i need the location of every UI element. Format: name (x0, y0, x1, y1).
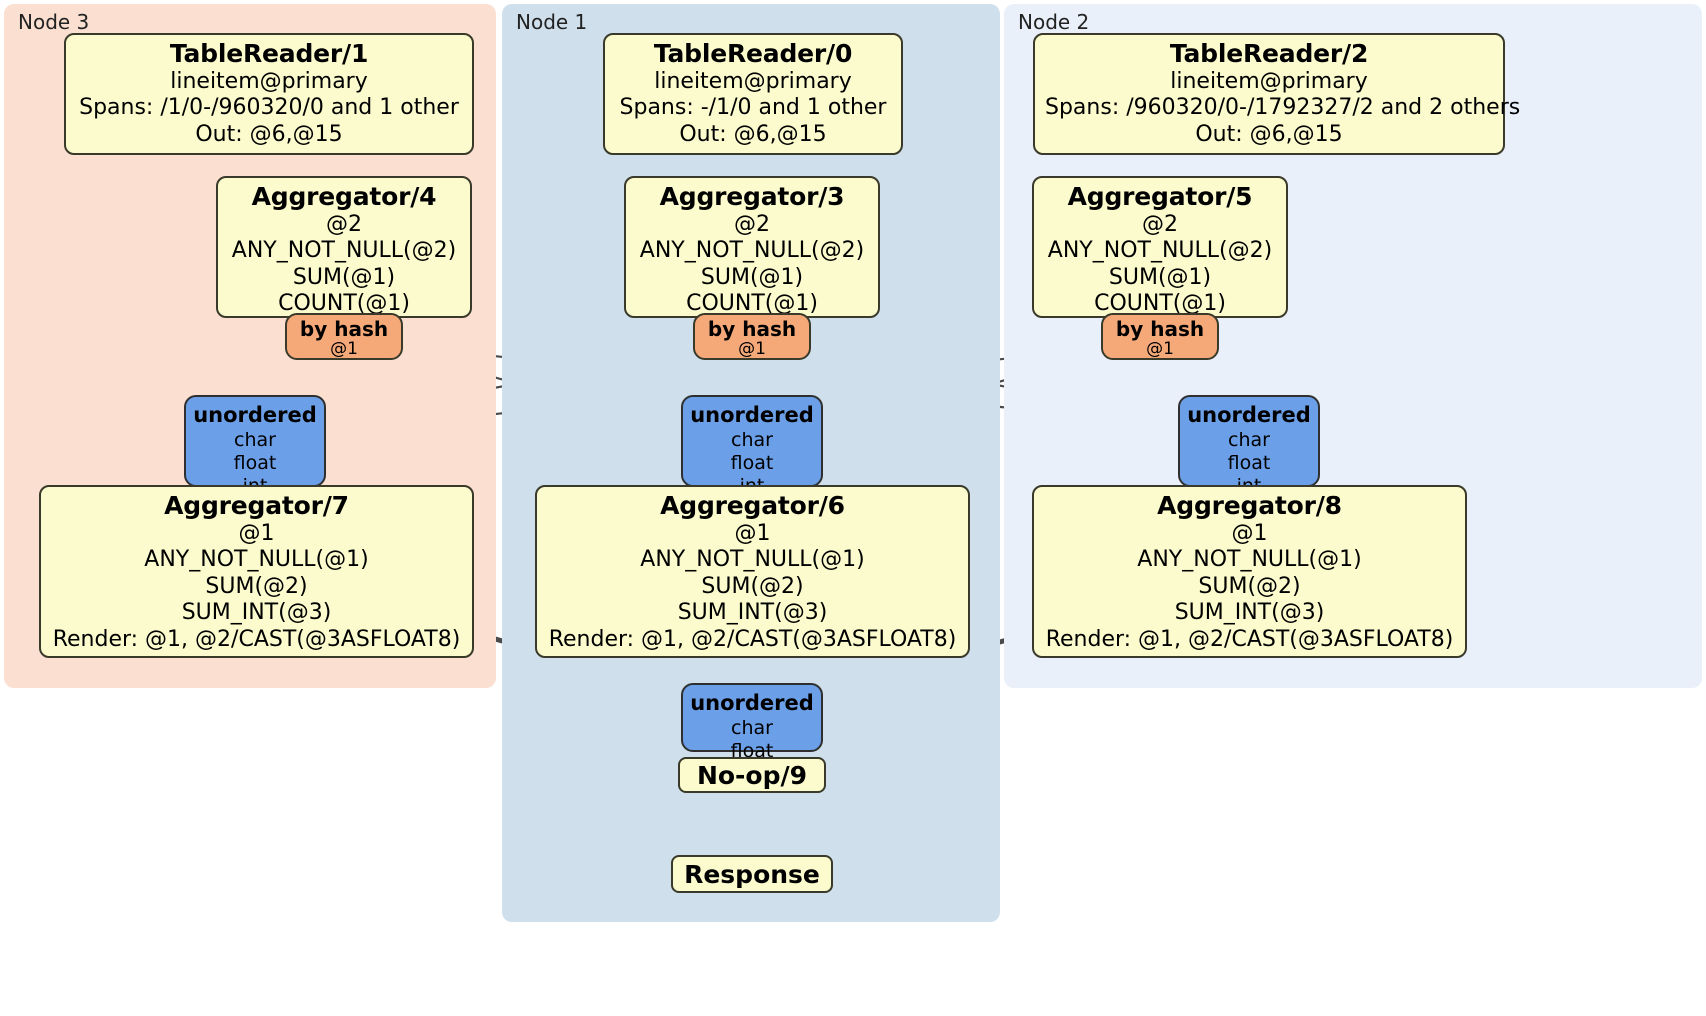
table-reader-1-out: Out: @6,@15 (195, 121, 343, 147)
aggregator-4-agg3: COUNT(@1) (278, 291, 410, 317)
aggregator-5-group: @2 (1142, 212, 1178, 237)
synchronizer-unordered-agg6-type-1: float (730, 451, 774, 474)
node-panel-label-node1: Node 1 (516, 10, 588, 34)
aggregator-7-agg2: SUM(@2) (205, 573, 308, 599)
aggregator-7-agg1: ANY_NOT_NULL(@1) (144, 547, 369, 573)
synchronizer-unordered-agg8-title: unordered (1187, 403, 1311, 427)
synchronizer-unordered-agg6[interactable]: unordered char float int (681, 395, 823, 497)
synchronizer-unordered-agg7-type-0: char (234, 428, 276, 451)
aggregator-8-title: Aggregator/8 (1157, 491, 1342, 520)
aggregator-6-title: Aggregator/6 (660, 491, 845, 520)
synchronizer-unordered-agg6-title: unordered (690, 403, 814, 427)
aggregator-8[interactable]: Aggregator/8 @1 ANY_NOT_NULL(@1) SUM(@2)… (1032, 485, 1467, 658)
router-by-hash-agg3-column: @1 (738, 339, 766, 360)
table-reader-1[interactable]: TableReader/1 lineitem@primary Spans: /1… (64, 33, 474, 155)
aggregator-6-agg3: SUM_INT(@3) (677, 600, 828, 626)
aggregator-3[interactable]: Aggregator/3 @2 ANY_NOT_NULL(@2) SUM(@1)… (624, 176, 880, 318)
table-reader-2[interactable]: TableReader/2 lineitem@primary Spans: /9… (1033, 33, 1521, 155)
aggregator-4[interactable]: Aggregator/4 @2 ANY_NOT_NULL(@2) SUM(@1)… (216, 176, 472, 318)
aggregator-8-agg1: ANY_NOT_NULL(@1) (1137, 547, 1362, 573)
synchronizer-unordered-agg6-type-0: char (731, 428, 773, 451)
table-reader-2-spans: Spans: /960320/0-/1792327/2 and 2 others (1045, 95, 1521, 121)
router-by-hash-agg5-column: @1 (1146, 339, 1174, 360)
no-op-9[interactable]: No-op/9 (678, 757, 826, 793)
synchronizer-unordered-final-type-0: char (731, 716, 773, 739)
aggregator-5-title: Aggregator/5 (1067, 182, 1253, 211)
aggregator-5-agg3: COUNT(@1) (1094, 291, 1226, 317)
aggregator-4-title: Aggregator/4 (251, 182, 437, 211)
aggregator-6-group: @1 (734, 521, 771, 546)
table-reader-1-table: lineitem@primary (170, 69, 368, 94)
router-by-hash-agg5[interactable]: by hash @1 (1101, 313, 1219, 360)
table-reader-0[interactable]: TableReader/0 lineitem@primary Spans: -/… (603, 33, 903, 155)
aggregator-5-agg1: ANY_NOT_NULL(@2) (1047, 238, 1273, 264)
router-by-hash-agg4[interactable]: by hash @1 (285, 313, 403, 360)
router-by-hash-agg4-column: @1 (330, 339, 358, 360)
synchronizer-unordered-agg7[interactable]: unordered char float int (184, 395, 326, 497)
aggregator-6[interactable]: Aggregator/6 @1 ANY_NOT_NULL(@1) SUM(@2)… (535, 485, 970, 658)
router-by-hash-agg5-title: by hash (1115, 317, 1205, 341)
aggregator-4-agg1: ANY_NOT_NULL(@2) (231, 238, 457, 264)
aggregator-5[interactable]: Aggregator/5 @2 ANY_NOT_NULL(@2) SUM(@1)… (1032, 176, 1288, 318)
table-reader-0-out: Out: @6,@15 (679, 121, 827, 147)
node-panel-label-node3: Node 3 (18, 10, 90, 34)
aggregator-7[interactable]: Aggregator/7 @1 ANY_NOT_NULL(@1) SUM(@2)… (39, 485, 474, 658)
node-panel-label-node2: Node 2 (1018, 10, 1090, 34)
aggregator-7-agg3: SUM_INT(@3) (181, 600, 332, 626)
table-reader-2-title: TableReader/2 (1169, 39, 1369, 68)
aggregator-3-agg1: ANY_NOT_NULL(@2) (639, 238, 865, 264)
aggregator-8-agg3: SUM_INT(@3) (1174, 600, 1325, 626)
table-reader-0-spans: Spans: -/1/0 and 1 other (619, 95, 887, 121)
aggregator-7-title: Aggregator/7 (164, 491, 349, 520)
aggregator-6-agg2: SUM(@2) (701, 573, 804, 599)
table-reader-0-table: lineitem@primary (654, 69, 852, 94)
table-reader-2-out: Out: @6,@15 (1195, 121, 1343, 147)
synchronizer-unordered-agg7-title: unordered (193, 403, 317, 427)
response-node-title: Response (684, 859, 820, 889)
aggregator-3-group: @2 (734, 212, 770, 237)
router-by-hash-agg3[interactable]: by hash @1 (693, 313, 811, 360)
aggregator-8-agg2: SUM(@2) (1198, 573, 1301, 599)
router-by-hash-agg4-title: by hash (299, 317, 389, 341)
router-by-hash-agg3-title: by hash (707, 317, 797, 341)
synchronizer-unordered-agg8-type-1: float (1227, 451, 1271, 474)
aggregator-3-agg2: SUM(@1) (700, 264, 804, 290)
aggregator-8-render: Render: @1, @2/CAST(@3ASFLOAT8) (1045, 626, 1454, 652)
aggregator-6-render: Render: @1, @2/CAST(@3ASFLOAT8) (548, 626, 957, 652)
aggregator-3-title: Aggregator/3 (659, 182, 845, 211)
table-reader-2-table: lineitem@primary (1170, 69, 1368, 94)
synchronizer-unordered-agg7-type-1: float (233, 451, 277, 474)
synchronizer-unordered-final[interactable]: unordered char float (681, 683, 823, 762)
synchronizer-unordered-final-title: unordered (690, 691, 814, 715)
response-node[interactable]: Response (671, 855, 833, 893)
aggregator-4-agg2: SUM(@1) (292, 264, 396, 290)
synchronizer-unordered-agg8[interactable]: unordered char float int (1178, 395, 1320, 497)
synchronizer-unordered-agg8-type-0: char (1228, 428, 1270, 451)
table-reader-0-title: TableReader/0 (653, 39, 853, 68)
aggregator-6-agg1: ANY_NOT_NULL(@1) (640, 547, 865, 573)
aggregator-7-group: @1 (238, 521, 275, 546)
table-reader-1-title: TableReader/1 (169, 39, 369, 68)
aggregator-7-render: Render: @1, @2/CAST(@3ASFLOAT8) (52, 626, 461, 652)
aggregator-5-agg2: SUM(@1) (1108, 264, 1212, 290)
aggregator-8-group: @1 (1231, 521, 1268, 546)
aggregator-3-agg3: COUNT(@1) (686, 291, 818, 317)
aggregator-4-group: @2 (326, 212, 362, 237)
table-reader-1-spans: Spans: /1/0-/960320/0 and 1 other (79, 95, 459, 121)
no-op-9-title: No-op/9 (696, 760, 808, 790)
